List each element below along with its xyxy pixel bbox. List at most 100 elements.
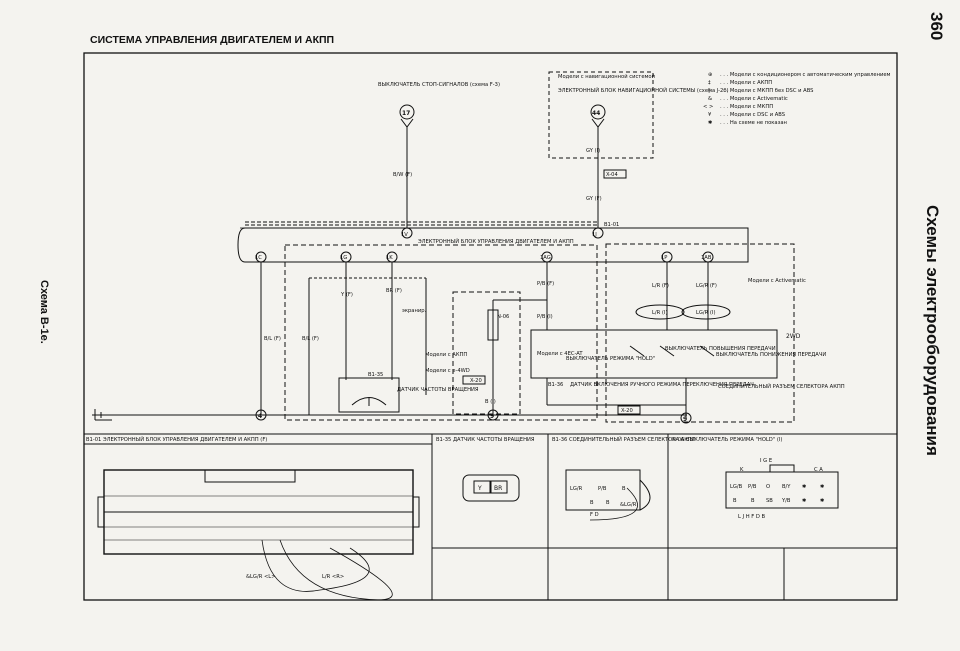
manual-mode-label: ДАТЧИК ВКЛЮЧЕНИЯ РУЧНОГО РЕЖИМА ПЕРЕКЛЮЧ… [570,382,754,388]
svg-text:B: B [622,486,626,492]
models-4ecat: Модели с 4EC-AT [537,351,583,357]
conn-x04: X-04 [606,172,618,178]
svg-text:L/R (I): L/R (I) [652,310,667,316]
conn-b101: B1-01 [604,222,619,228]
svg-text:P/B (F): P/B (F) [537,281,554,287]
svg-text:1AG: 1AG [540,255,551,261]
svg-text:X-20: X-20 [621,408,633,414]
svg-text:1J: 1J [592,232,597,238]
svg-text:&LG/R: &LG/R [620,502,637,508]
svg-text:LG/B: LG/B [730,484,743,490]
svg-text:. . . Модели с МКПП без DSC и: . . . Модели с МКПП без DSC и ABS [720,88,813,94]
ecu-label: ЭЛЕКТРОННЫЙ БЛОК УПРАВЛЕНИЯ ДВИГАТЕЛЕМ И… [418,238,574,245]
svg-text:L J H F D B: L J H F D B [738,514,766,520]
svg-text:B/L (F): B/L (F) [302,336,319,342]
activematic-label: Модели с Activematic [748,278,806,284]
svg-text:. . . Модели с МКПП: . . . Модели с МКПП [720,104,773,110]
svg-text:9: 9 [490,413,494,420]
selector-conn-label: СОЕДИНИТЕЛЬНЫЙ РАЗЪЕМ СЕЛЕКТОРА АКПП [718,383,845,390]
legend-item: ⊕ [708,72,712,78]
svg-text:&LG/R <L>: &LG/R <L> [246,574,276,580]
panel-b136-title: B1-36 СОЕДИНИТЕЛЬНЫЙ РАЗЪЕМ СЕЛЕКТОРА АК… [552,436,696,443]
connector-panels: B1-01 ЭЛЕКТРОННЫЙ БЛОК УПРАВЛЕНИЯ ДВИГАТ… [86,436,825,580]
svg-text:1K: 1K [386,255,393,261]
legend: ⊕ . . . Модели с кондиционером с автомат… [703,72,891,126]
svg-text:&: & [708,96,712,102]
svg-text:B: B [751,498,755,504]
svg-text:O: O [766,484,770,490]
svg-text:< >: < > [703,104,713,110]
svg-text:✱: ✱ [802,484,807,490]
svg-text:B: B [590,500,594,506]
scheme-label: Схема В-1е. [38,280,50,344]
svg-text:L/R (F): L/R (F) [652,283,669,289]
svg-text:P/B (I): P/B (I) [537,314,553,320]
svg-text:I G E: I G E [760,458,772,464]
svg-text:Y (F): Y (F) [340,292,353,298]
svg-text:B/L (F): B/L (F) [264,336,281,342]
svg-text:. . . На схеме не показан: . . . На схеме не показан [720,120,787,126]
shielded-label: экраниp. [402,308,427,314]
svg-text:‡: ‡ [708,80,711,86]
legend-item-text: . . . Модели с кондиционером с автоматич… [720,72,891,78]
page-title: СИСТЕМА УПРАВЛЕНИЯ ДВИГАТЕЛЕМ И АКПП [90,34,335,46]
svg-text:Y: Y [477,485,482,492]
svg-text:Y/B: Y/B [781,498,791,504]
svg-text:BR (F): BR (F) [386,288,402,294]
conn-b136: B1-36 [548,382,563,388]
svg-text:SB: SB [766,498,773,504]
svg-text:B (I): B (I) [485,399,496,405]
speed-sensor-body [338,377,400,413]
svg-text:LG/R (I): LG/R (I) [696,310,716,316]
svg-text:✱: ✱ [820,484,825,490]
diagram-frame [83,52,898,601]
svg-text:✱: ✱ [708,120,713,126]
svg-text:1G: 1G [340,255,347,261]
models-4wd: Модели с e-4WD [425,368,470,374]
svg-text:4: 4 [258,413,262,420]
svg-text:✱: ✱ [802,498,807,504]
models-akpp: Модели с АКПП [425,352,467,358]
diagram-labels: ВЫКЛЮЧАТЕЛЬ СТОП-СИГНАЛОВ (схема F-3) Мо… [255,73,845,423]
panel-b135-title: B1-35 ДАТЧИК ЧАСТОТЫ ВРАЩЕНИЯ [436,437,535,443]
svg-text:. . . Модели с DSC и ABS: . . . Модели с DSC и ABS [720,112,785,118]
svg-text:P/B: P/B [748,484,757,490]
svg-text:B/Y: B/Y [782,484,791,490]
svg-text:K: K [740,467,744,473]
wire-gy-i: GY (I) [586,148,600,154]
svg-text:. . . Модели с Activematic: . . . Модели с Activematic [720,96,788,102]
svg-text:F D: F D [590,512,599,518]
speed-sensor-label: ДАТЧИК ЧАСТОТЫ ВРАЩЕНИЯ [397,387,479,393]
svg-text:1V: 1V [401,232,408,238]
wire-gy-f: GY (F) [586,196,602,202]
downshift-label: ВЫКЛЮЧАТЕЛЬ ПОНИЖЕНИЯ ПЕРЕДАЧИ [716,352,826,358]
svg-text:C A: C A [814,467,823,473]
conn-b135: B1-35 [368,372,383,378]
terminal-17-label: 17 [402,110,410,117]
selector-switch-box [530,329,778,379]
wire-bw: B/W (F) [393,172,412,178]
page-number: 360 [927,12,946,41]
svg-text:¥: ¥ [708,112,712,118]
terminal-17 [399,104,415,120]
svg-text:1AB: 1AB [701,255,712,261]
twowd-label: 2WD [786,333,801,340]
svg-text:. . . Модели с АКПП: . . . Модели с АКПП [720,80,772,86]
terminal-44-label: 44 [592,110,600,117]
svg-text:B: B [606,500,610,506]
upshift-label: ВЫКЛЮЧАТЕЛЬ ПОВЫШЕНИЯ ПЕРЕДАЧИ [665,346,776,352]
brake-switch-label: ВЫКЛЮЧАТЕЛЬ СТОП-СИГНАЛОВ (схема F-3) [378,82,500,88]
svg-text:P/B: P/B [598,486,607,492]
svg-text:L/R <R>: L/R <R> [322,574,344,580]
conn-n06: N-06 [497,314,509,320]
section-title: Схемы электрооборудования [923,205,942,456]
panel-n06-title: N-06 ВЫКЛЮЧАТЕЛЬ РЕЖИМА "HOLD" (I) [672,437,782,443]
svg-text:§: § [708,88,711,94]
hold-switch-inner: ВЫКЛЮЧАТЕЛЬ РЕЖИМА "HOLD" [566,356,655,362]
svg-text:B: B [733,498,737,504]
svg-text:1C: 1C [255,255,262,261]
svg-text:9: 9 [683,416,687,423]
svg-text:BR: BR [494,485,502,492]
